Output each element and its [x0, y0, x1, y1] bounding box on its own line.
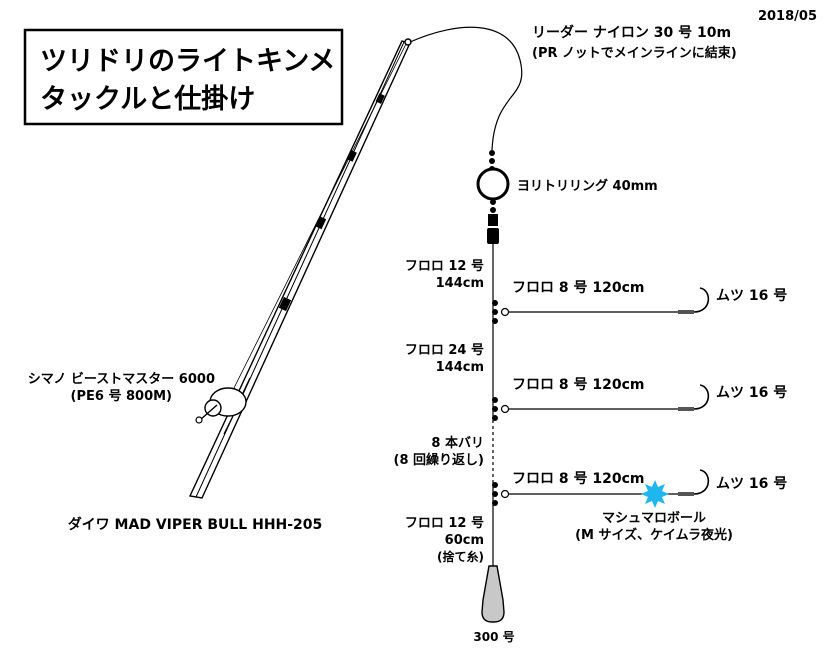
swivel-bead — [490, 199, 496, 205]
upper-main-label-line-1: フロロ 12 号 — [405, 259, 484, 274]
branch-swivel-bead — [492, 491, 498, 497]
hooks-repeat-label-line-1: 8 本バリ — [431, 435, 484, 451]
reel-handle — [199, 404, 218, 421]
sinker-weight — [481, 565, 505, 623]
reel-knob — [195, 416, 203, 424]
title-frame — [23, 28, 344, 126]
branch-swivel-bead — [492, 500, 498, 506]
lower-main-label-line-2: 60cm — [445, 533, 484, 548]
branch-2-line-label: フロロ 8 号 120cm — [512, 377, 644, 393]
branch-swivel-eye — [500, 307, 510, 317]
reel-label-line-2: (PE6 号 800M) — [71, 389, 172, 404]
hook-shank — [678, 407, 694, 411]
title-box: ツリドリのライトキンメ タックルと仕掛け — [23, 28, 344, 126]
branch-2 — [492, 384, 710, 421]
branch-swivel-bead — [492, 406, 498, 412]
branch-1 — [492, 287, 710, 324]
branch-swivel-eye — [500, 404, 510, 414]
branch-swivel-bead — [492, 300, 498, 306]
date-label: 2018/05 — [758, 9, 817, 24]
lower-main-label-line-3: (捨て糸) — [437, 549, 484, 564]
branch-1-hook-label: ムツ 16 号 — [716, 288, 787, 304]
leader-line — [409, 26, 523, 151]
float-label-line-2: (M サイズ、ケイムラ夜光) — [575, 527, 733, 543]
branch-3 — [492, 469, 710, 508]
lower-main-label-line-1: フロロ 12 号 — [405, 516, 484, 531]
reel — [195, 387, 247, 424]
leader-label-line-2: (PR ノットでメインラインに結束) — [532, 45, 737, 61]
branch-3-hook-label: ムツ 16 号 — [716, 476, 787, 492]
swivel-bead — [489, 150, 495, 156]
hook-shank — [678, 492, 694, 496]
main-line-on-rod — [225, 43, 407, 405]
branch-swivel-bead — [492, 397, 498, 403]
float-label-line-1: マシュマロボール — [602, 510, 706, 526]
leader-label-line-1: リーダー ナイロン 30 号 10m — [532, 24, 731, 41]
fishing-rod — [188, 38, 412, 499]
sinker — [481, 560, 505, 623]
rod-label: ダイワ MAD VIPER BULL HHH-205 — [68, 516, 323, 533]
hook-icon — [693, 469, 710, 495]
swivel-bead — [490, 207, 496, 213]
snap-swivel — [487, 228, 499, 244]
ring-label: ヨリトリリング 40mm — [517, 178, 658, 194]
float-icon — [641, 480, 669, 508]
hooks-repeat-label-line-2: (8 回繰り返し) — [394, 452, 484, 468]
rod-guide-4 — [278, 296, 292, 312]
swivel-barrel — [488, 214, 498, 226]
reel-label-line-1: シマノ ビーストマスター 6000 — [28, 371, 215, 387]
branch-swivel-eye — [500, 489, 510, 499]
middle-main-label-line-1: フロロ 24 号 — [405, 343, 484, 358]
branch-swivel-bead — [492, 482, 498, 488]
branch-3-line-label: フロロ 8 号 120cm — [512, 471, 644, 487]
hook-icon — [693, 287, 710, 313]
title-line-2: タックルと仕掛け — [40, 84, 255, 115]
branch-swivel-bead — [492, 415, 498, 421]
hook-shank — [678, 310, 694, 314]
rod-guide-2 — [347, 150, 357, 162]
branch-1-line-label: フロロ 8 号 120cm — [512, 280, 644, 296]
branch-2-hook-label: ムツ 16 号 — [716, 385, 787, 401]
rod-guide-1 — [375, 93, 385, 104]
middle-main-label-line-2: 144cm — [436, 360, 484, 375]
sinker-label: 300 号 — [473, 629, 514, 644]
upper-main-label-line-2: 144cm — [436, 276, 484, 291]
branch-swivel-bead — [492, 318, 498, 324]
rod-guide-3 — [315, 216, 327, 230]
hook-icon — [693, 384, 710, 410]
title-line-1: ツリドリのライトキンメ — [40, 46, 335, 77]
swivel-bead — [489, 158, 495, 164]
branch-swivel-bead — [492, 309, 498, 315]
lower-swivel — [487, 199, 499, 244]
rod-grip-mark-2 — [223, 415, 234, 435]
yoritori-ring — [476, 167, 510, 201]
